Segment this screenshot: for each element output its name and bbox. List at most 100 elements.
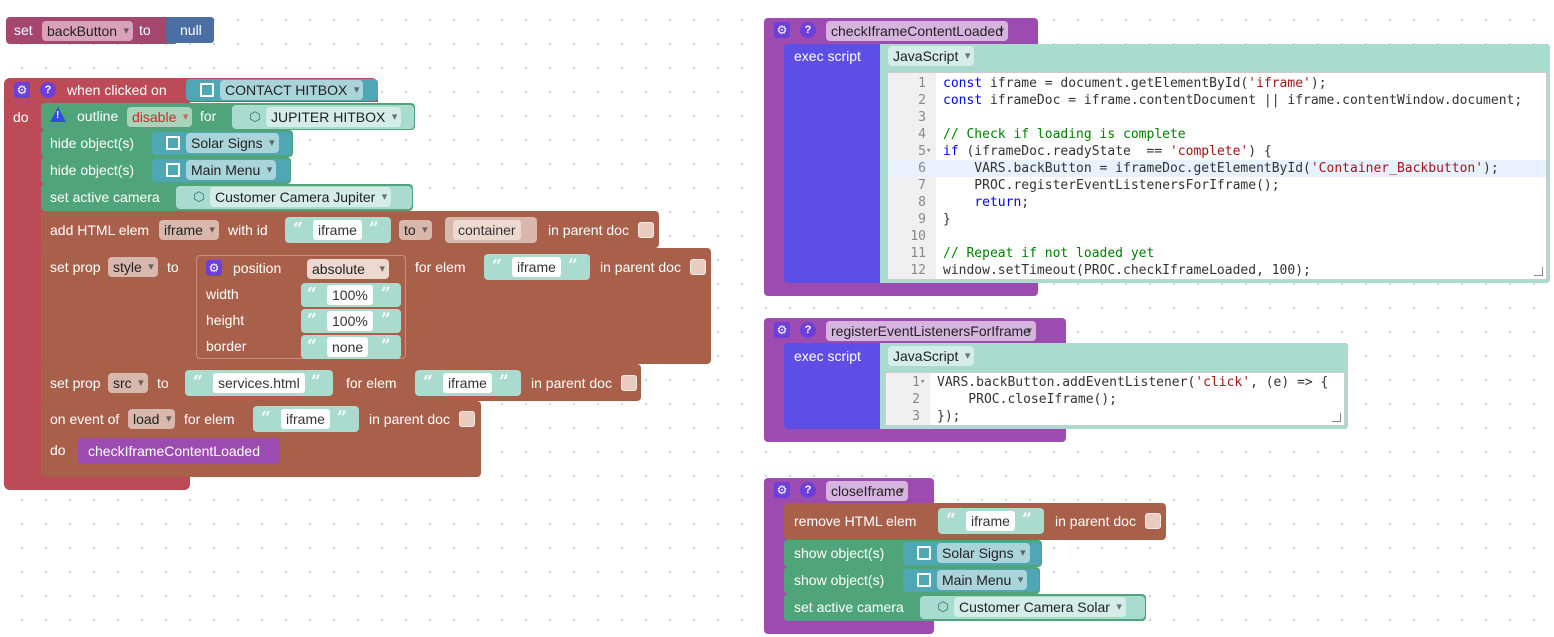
border-string-block[interactable]: “ none ” — [301, 335, 401, 359]
remove-elem-string-block[interactable]: “ iframe ” — [938, 508, 1044, 534]
with-id-label: with id — [228, 222, 268, 238]
gear-icon[interactable]: ⚙ — [774, 482, 790, 498]
remove-elem-field[interactable]: iframe — [966, 511, 1015, 531]
line-number: 8 — [918, 195, 926, 210]
code-line[interactable]: 4// Check if loading is complete — [888, 126, 1546, 143]
src-elem-string-block[interactable]: “ iframe ” — [415, 370, 521, 396]
parent-field[interactable]: container — [453, 220, 521, 240]
code-text: PROC.closeIframe(); — [937, 392, 1118, 407]
main-menu-block[interactable]: Main Menu — [903, 569, 1039, 592]
main-menu-dropdown[interactable]: Main Menu — [937, 570, 1028, 590]
procedure-name-field[interactable]: checkIframeContentLoaded — [826, 21, 1008, 41]
help-icon[interactable]: ? — [800, 482, 816, 498]
in-parent-doc-checkbox[interactable] — [690, 259, 706, 275]
solar-signs-block[interactable]: Solar Signs — [152, 132, 292, 155]
set-src-block[interactable]: set prop src to “ services.html ” for el… — [41, 364, 641, 401]
camera-jupiter-block[interactable]: ⬡ Customer Camera Jupiter — [176, 186, 412, 209]
code-text: window.setTimeout(PROC.checkIframeLoaded… — [943, 263, 1311, 278]
help-icon[interactable]: ? — [800, 322, 816, 338]
parent-string-block[interactable]: container — [445, 217, 537, 243]
height-string-block[interactable]: “ 100% ” — [301, 309, 401, 333]
in-parent-doc-checkbox[interactable] — [621, 375, 637, 391]
id-string-block[interactable]: “ iframe ” — [285, 217, 391, 243]
code-line[interactable]: 7 PROC.registerEventListenersForIframe()… — [888, 177, 1546, 194]
help-icon[interactable]: ? — [40, 82, 56, 98]
contact-hitbox-block[interactable]: CONTACT HITBOX — [186, 79, 378, 101]
event-type-dropdown[interactable]: load — [128, 409, 176, 429]
fold-icon[interactable]: ▾ — [926, 146, 932, 156]
event-elem-field[interactable]: iframe — [281, 409, 330, 429]
solar-signs-dropdown[interactable]: Solar Signs — [186, 133, 279, 153]
solar-signs-block[interactable]: Solar Signs — [903, 542, 1041, 565]
code-line[interactable]: 2 PROC.closeIframe(); — [886, 391, 1344, 408]
gear-icon[interactable]: ⚙ — [774, 322, 790, 338]
id-field[interactable]: iframe — [313, 220, 362, 240]
event-elem-string-block[interactable]: “ iframe ” — [253, 406, 359, 432]
language-dropdown[interactable]: JavaScript — [888, 46, 975, 66]
gear-icon[interactable]: ⚙ — [206, 260, 222, 276]
code-line[interactable]: 3}); — [886, 408, 1344, 425]
contact-hitbox-dropdown[interactable]: CONTACT HITBOX — [220, 80, 364, 100]
resize-handle[interactable] — [1534, 267, 1543, 276]
gear-icon[interactable]: ⚙ — [14, 82, 30, 98]
jupiter-hitbox-dropdown[interactable]: JUPITER HITBOX — [266, 107, 402, 127]
src-prop-dropdown[interactable]: src — [108, 373, 148, 393]
src-string-block[interactable]: “ services.html ” — [185, 370, 333, 396]
code-line[interactable]: 11// Repeat if not loaded yet — [888, 245, 1546, 262]
style-elem-string-block[interactable]: “ iframe ” — [484, 254, 590, 280]
main-menu-block[interactable]: Main Menu — [152, 159, 290, 182]
width-field[interactable]: 100% — [327, 285, 373, 305]
width-string-block[interactable]: “ 100% ” — [301, 283, 401, 307]
open-quote-icon: “ — [307, 310, 317, 330]
remove-html-block[interactable]: remove HTML elem “ iframe ” in parent do… — [784, 503, 1166, 540]
procedure-name-field[interactable]: registerEventListenersForIframe — [826, 321, 1036, 341]
code-line[interactable]: 9} — [888, 211, 1546, 228]
outline-mode-dropdown[interactable]: disable — [127, 107, 193, 127]
border-field[interactable]: none — [327, 337, 369, 357]
code-line[interactable]: 3 — [888, 109, 1546, 126]
null-block[interactable]: null — [166, 17, 214, 43]
to-dropdown[interactable]: to — [399, 220, 432, 240]
in-parent-doc-checkbox[interactable] — [459, 411, 475, 427]
fold-icon[interactable]: ▾ — [920, 377, 926, 387]
variable-dropdown[interactable]: backButton — [42, 21, 134, 41]
in-parent-doc-checkbox[interactable] — [638, 222, 654, 238]
add-html-block[interactable]: add HTML elem iframe with id “ iframe ” … — [41, 211, 659, 248]
gear-icon[interactable]: ⚙ — [774, 22, 790, 38]
language-dropdown[interactable]: JavaScript — [888, 346, 975, 366]
style-object-block[interactable]: ⚙ position absolute width “ 100% ” heigh… — [196, 255, 406, 359]
style-prop-dropdown[interactable]: style — [108, 257, 158, 277]
main-menu-dropdown[interactable]: Main Menu — [186, 160, 277, 180]
height-field[interactable]: 100% — [327, 311, 373, 331]
code-line[interactable]: 8 return; — [888, 194, 1546, 211]
position-dropdown[interactable]: absolute — [307, 259, 389, 279]
src-elem-field[interactable]: iframe — [443, 373, 492, 393]
code-text: const iframeDoc = iframe.contentDocument… — [943, 93, 1523, 108]
src-field[interactable]: services.html — [213, 373, 305, 393]
help-icon[interactable]: ? — [800, 22, 816, 38]
camera-jupiter-dropdown[interactable]: Customer Camera Jupiter — [210, 187, 392, 207]
solar-signs-dropdown[interactable]: Solar Signs — [937, 543, 1030, 563]
code-editor[interactable]: 1▾VARS.backButton.addEventListener('clic… — [885, 372, 1345, 426]
code-line[interactable]: 10 — [888, 228, 1546, 245]
camera-solar-dropdown[interactable]: Customer Camera Solar — [954, 597, 1126, 617]
set-variable-block[interactable]: set backButton to — [6, 17, 178, 44]
in-parent-doc-checkbox[interactable] — [1145, 513, 1161, 529]
jupiter-hitbox-block[interactable]: ⬡ JUPITER HITBOX — [232, 105, 414, 129]
camera-solar-block[interactable]: ⬡ Customer Camera Solar — [920, 596, 1145, 619]
tag-dropdown[interactable]: iframe — [159, 220, 219, 240]
procedure-name-field[interactable]: closeIframe — [826, 481, 909, 501]
code-line[interactable]: 1▾VARS.backButton.addEventListener('clic… — [886, 374, 1344, 391]
style-elem-field[interactable]: iframe — [512, 257, 561, 277]
hide-objects-label: hide object(s) — [50, 135, 135, 151]
code-line[interactable]: 6 VARS.backButton = iframeDoc.getElement… — [888, 160, 1546, 177]
code-line[interactable]: 5▾if (iframeDoc.readyState == 'complete'… — [888, 143, 1546, 160]
resize-handle[interactable] — [1332, 413, 1341, 422]
set-prop-label: set prop — [50, 259, 101, 275]
call-check-iframe-block[interactable]: checkIframeContentLoaded — [78, 438, 280, 464]
line-number: 4 — [918, 127, 926, 142]
